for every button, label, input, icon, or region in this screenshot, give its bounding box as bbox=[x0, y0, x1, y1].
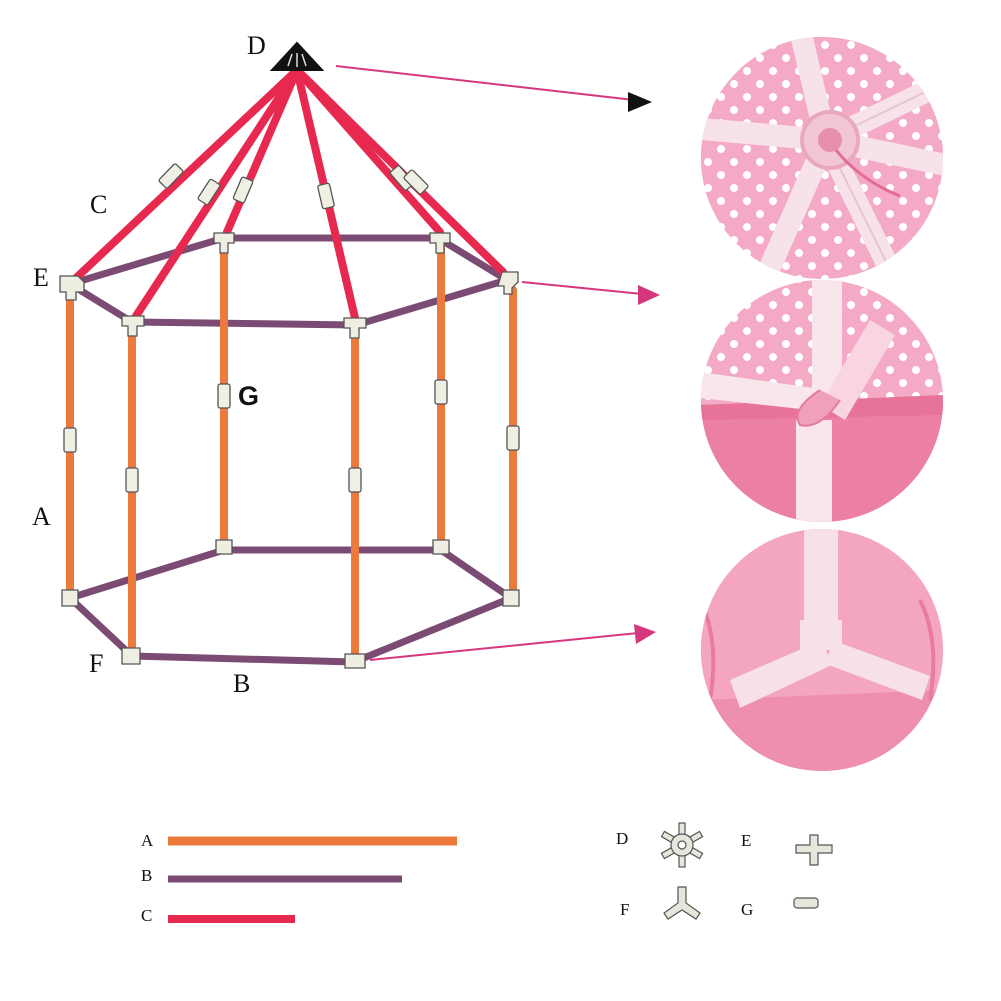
upper-corner-photo bbox=[701, 280, 943, 522]
three-way-corner-connector-icon bbox=[663, 886, 701, 920]
pointer-arrows bbox=[335, 65, 660, 661]
legend-label-E: E bbox=[741, 831, 751, 850]
straight-connectors bbox=[63, 163, 520, 493]
arrowhead-top bbox=[628, 92, 652, 112]
legend-label-F: F bbox=[620, 900, 629, 919]
straight-tube-connector-icon bbox=[793, 897, 819, 909]
label-E: E bbox=[33, 263, 49, 292]
legend-label-G: G bbox=[741, 900, 753, 919]
six-way-hub-connector-icon bbox=[660, 822, 704, 868]
corner-connectors bbox=[59, 232, 520, 669]
legend-label-D: D bbox=[616, 829, 628, 848]
vertical-rods bbox=[66, 242, 517, 658]
legend-label-B: B bbox=[141, 866, 152, 885]
label-G: G bbox=[238, 381, 259, 411]
top-hub-connector bbox=[269, 41, 325, 71]
label-D: D bbox=[247, 31, 266, 60]
legend-label-A: A bbox=[141, 831, 154, 850]
rod-legend: A B C bbox=[141, 831, 457, 925]
label-A: A bbox=[32, 502, 51, 531]
connector-legend: D E F G bbox=[616, 822, 833, 920]
top-hub-photo bbox=[701, 37, 943, 279]
label-B: B bbox=[233, 669, 250, 698]
base-corner-photo bbox=[701, 529, 943, 771]
label-C: C bbox=[90, 190, 107, 219]
bottom-ring-rods bbox=[66, 546, 515, 666]
top-ring-rods bbox=[66, 234, 511, 329]
legend-label-C: C bbox=[141, 906, 152, 925]
four-way-cross-connector-icon bbox=[795, 834, 833, 866]
label-F: F bbox=[89, 649, 103, 678]
